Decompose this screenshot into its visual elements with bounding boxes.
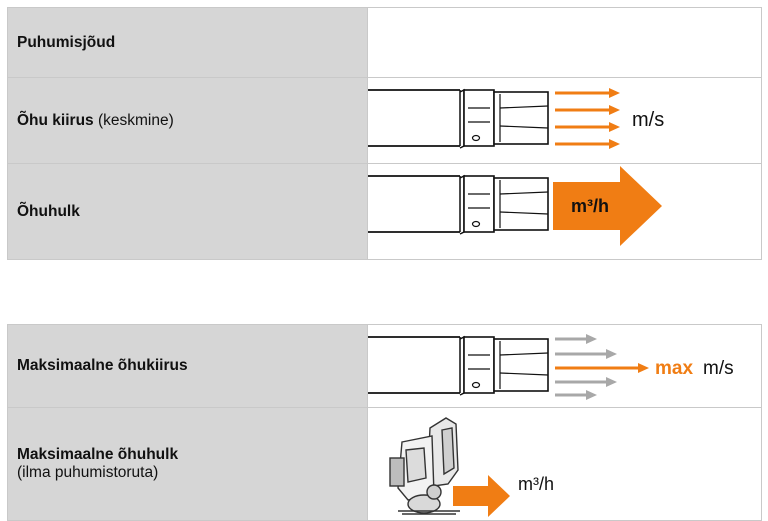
label-bold: Maksimaalne õhukiirus	[17, 357, 188, 374]
row-label: Maksimaalne õhukiirus	[8, 325, 368, 407]
max-label: max	[655, 358, 693, 379]
row-value: m/s	[368, 78, 761, 163]
flow-arrows-icon	[555, 88, 620, 149]
label-bold: Puhumisjõud	[17, 33, 116, 51]
row-value	[368, 8, 761, 77]
label-bold: Maksimaalne õhuhulk	[17, 446, 179, 463]
row-label: Õhu kiirus (keskmine)	[8, 78, 368, 163]
flow-arrows-icon	[555, 334, 649, 400]
blower-tube-icon: max m/s	[368, 334, 734, 400]
unit-label: m/s	[632, 109, 664, 131]
blower-tube-icon: m³/h	[368, 166, 662, 246]
row-label: Õhuhulk	[8, 164, 368, 259]
table-row: Maksimaalne õhukiirus	[7, 325, 762, 408]
table-row: Maksimaalne õhuhulk (ilma puhumistoruta)	[7, 408, 762, 521]
row-value: max m/s	[368, 325, 761, 407]
table-maximum: Maksimaalne õhukiirus	[7, 324, 762, 521]
volume-arrow-icon	[553, 166, 662, 246]
row-value: m³/h	[368, 164, 761, 259]
unit-label: m/s	[703, 358, 734, 379]
volume-arrow-icon	[453, 475, 510, 517]
table-row: Õhuhulk m³/h	[7, 164, 762, 260]
unit-label: m³/h	[518, 474, 554, 494]
unit-label: m³/h	[571, 196, 609, 216]
blower-tube-icon: m/s	[368, 88, 664, 149]
label-bold: Õhuhulk	[17, 202, 80, 220]
row-label: Puhumisjõud	[8, 8, 368, 77]
backpack-blower-icon: m³/h	[389, 417, 554, 517]
row-label: Maksimaalne õhuhulk (ilma puhumistoruta)	[8, 408, 368, 520]
label-line2: (ilma puhumistoruta)	[17, 464, 159, 481]
row-value: m³/h	[368, 408, 761, 520]
label-rest: (keskmine)	[93, 111, 174, 129]
table-blowing-force: Puhumisjõud Õhu kiirus (keskmine)	[7, 7, 762, 260]
table-row: Õhu kiirus (keskmine)	[7, 78, 762, 164]
table-row: Puhumisjõud	[7, 8, 762, 78]
label-bold: Õhu kiirus	[17, 111, 94, 129]
